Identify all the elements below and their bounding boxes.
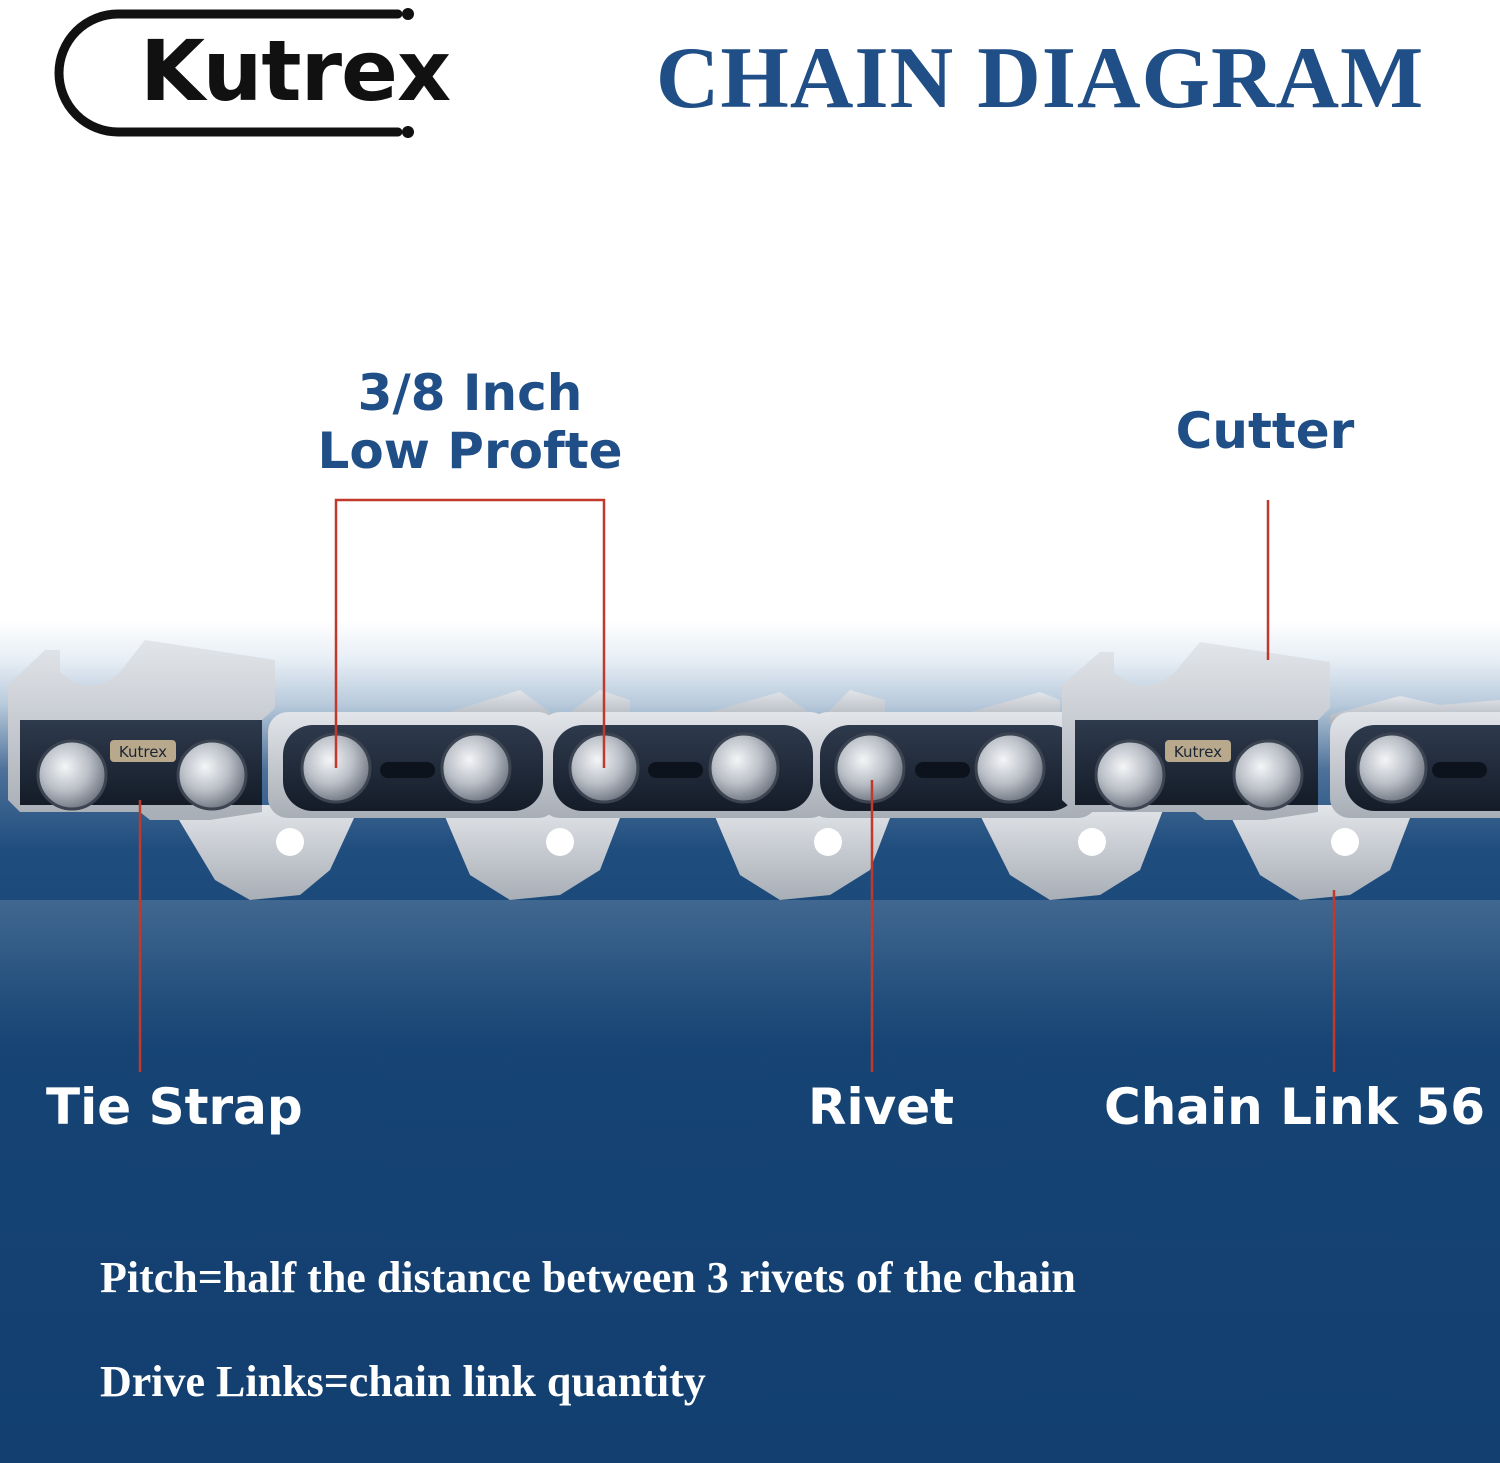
rivet xyxy=(36,739,108,811)
rivet xyxy=(708,732,780,804)
pitch-label: 3/8 Inch Low Profte xyxy=(300,364,640,480)
rivet xyxy=(1356,732,1428,804)
pitch-definition-note: Pitch=half the distance between 3 rivets… xyxy=(100,1253,1076,1302)
rivet-label: Rivet xyxy=(808,1078,955,1136)
logo-frame-icon xyxy=(54,8,414,138)
pitch-label-line1: 3/8 Inch xyxy=(357,364,583,422)
tie-strap-label: Tie Strap xyxy=(46,1078,303,1136)
pitch-label-line2: Low Profte xyxy=(317,422,623,480)
rivet xyxy=(834,732,906,804)
cutter-stamp-right: Kutrex xyxy=(1174,743,1222,761)
pitch-leader xyxy=(334,498,606,768)
rivet xyxy=(176,739,248,811)
rivet xyxy=(1232,739,1304,811)
drive-links-definition-note: Drive Links=chain link quantity xyxy=(100,1357,706,1406)
white-background xyxy=(0,0,1500,640)
rivet xyxy=(440,732,512,804)
rivet xyxy=(974,732,1046,804)
drive-links xyxy=(170,690,1500,900)
chain-link-label: Chain Link 56 xyxy=(1104,1078,1486,1136)
kutrex-logo: Kutrex xyxy=(48,2,451,144)
chain-reflection xyxy=(0,900,1500,1050)
cutter-stamp-left: Kutrex xyxy=(119,743,167,761)
page-title: CHAIN DIAGRAM xyxy=(655,30,1425,127)
rivet xyxy=(1094,739,1166,811)
cutter-label: Cutter xyxy=(1175,402,1355,460)
leader-lines xyxy=(138,498,1336,1072)
logo-text: Kutrex xyxy=(140,22,451,120)
